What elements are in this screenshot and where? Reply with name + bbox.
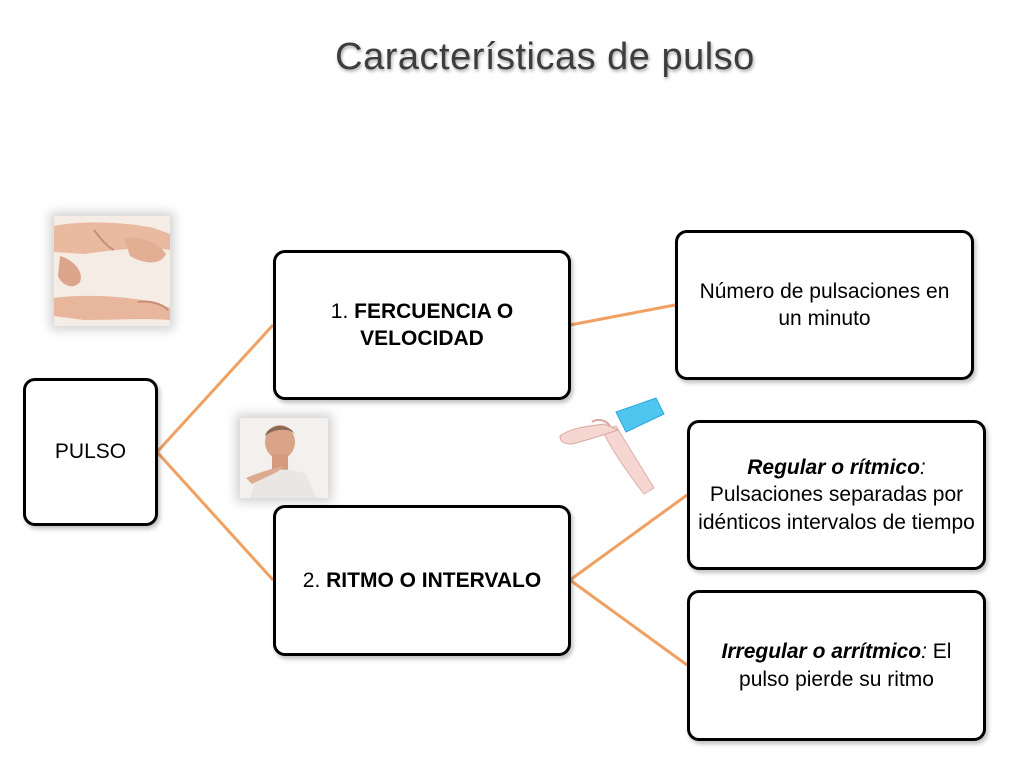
- node-irregular-text: Irregular o arrítmico: El pulso pierde s…: [698, 638, 975, 693]
- node-frecuencia-number: 1.: [330, 299, 355, 323]
- node-regular-desc: Pulsaciones separadas por idénticos inte…: [698, 483, 975, 534]
- node-irregular-desc: El pulso pierde su ritmo: [739, 640, 952, 691]
- node-ritmo-label: RITMO O INTERVALO: [326, 568, 542, 592]
- neck-pulse-icon: [240, 418, 328, 498]
- connector-root-branch1: [155, 323, 275, 454]
- node-numero-pulsaciones: Número de pulsaciones en un minuto: [675, 230, 974, 380]
- node-frecuencia-text: 1. FERCUENCIA O VELOCIDAD: [286, 298, 558, 353]
- node-regular-term: Regular o rítmico: [747, 456, 920, 480]
- arm-pulse-icon: [558, 396, 668, 498]
- node-ritmo-text: 2. RITMO O INTERVALO: [303, 567, 541, 594]
- node-frecuencia-label: FERCUENCIA O VELOCIDAD: [354, 299, 514, 350]
- node-irregular-term: Irregular o arrítmico: [721, 640, 922, 664]
- node-pulso: PULSO: [23, 378, 158, 526]
- slide-title: Características de pulso: [335, 36, 755, 78]
- connector-branch2-irregular: [569, 578, 688, 667]
- node-numero-pulsaciones-label: Número de pulsaciones en un minuto: [699, 279, 950, 330]
- node-regular-text: Regular o rítmico: Pulsaciones separadas…: [698, 454, 975, 536]
- node-irregular-colon: :: [921, 640, 927, 664]
- wrist-pulse-icon: [54, 216, 170, 326]
- node-ritmo: 2. RITMO O INTERVALO: [273, 505, 571, 656]
- connector-root-branch2: [155, 450, 275, 582]
- connector-branch1-freq: [569, 303, 676, 327]
- node-regular-colon: :: [919, 456, 926, 480]
- node-pulso-label: PULSO: [54, 440, 127, 464]
- node-irregular: Irregular o arrítmico: El pulso pierde s…: [687, 590, 986, 741]
- connector-branch2-regular: [569, 493, 688, 582]
- node-regular: Regular o rítmico: Pulsaciones separadas…: [687, 420, 986, 570]
- node-ritmo-number: 2.: [302, 568, 327, 592]
- node-frecuencia: 1. FERCUENCIA O VELOCIDAD: [273, 250, 571, 400]
